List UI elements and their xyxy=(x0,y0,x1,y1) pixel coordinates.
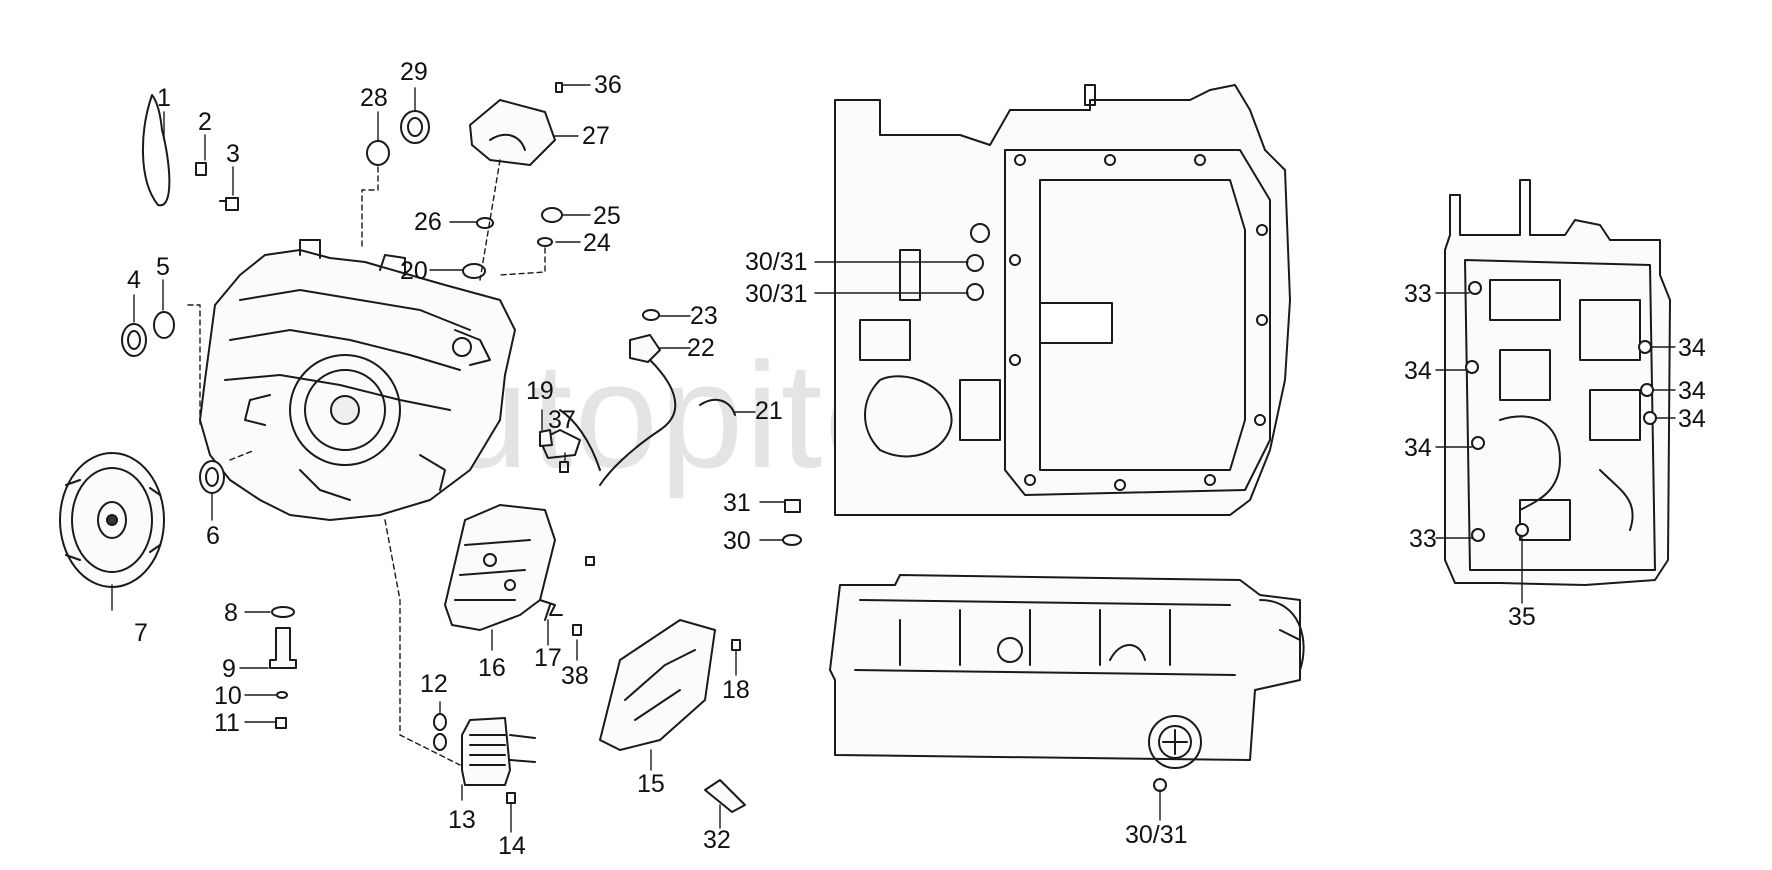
transmission-case xyxy=(199,239,516,521)
torque-converter xyxy=(59,452,165,588)
callout-22: 22 xyxy=(687,334,715,362)
case-top-view xyxy=(834,84,1291,516)
o-ring-5 xyxy=(153,311,175,339)
washer-24 xyxy=(537,237,553,247)
callout-23: 23 xyxy=(690,302,718,330)
plug-11 xyxy=(275,717,287,729)
callout-34-e: 34 xyxy=(1678,405,1706,433)
o-ring-28 xyxy=(366,140,390,166)
oil-pan-15 xyxy=(599,619,716,751)
valve-body-16 xyxy=(444,504,556,631)
case-side-view xyxy=(829,574,1305,792)
callout-10: 10 xyxy=(214,682,242,710)
hose-clip xyxy=(195,162,207,176)
callout-4: 4 xyxy=(127,266,141,294)
speed-sensor-22 xyxy=(629,334,661,363)
callout-30-31-c: 30/31 xyxy=(1125,821,1188,849)
callout-1: 1 xyxy=(157,84,171,112)
bolt-36 xyxy=(555,82,563,93)
callout-38: 38 xyxy=(561,662,589,690)
callout-15: 15 xyxy=(637,770,665,798)
callout-8: 8 xyxy=(224,599,238,627)
oil-seal-29 xyxy=(400,110,430,144)
callout-35: 35 xyxy=(1508,603,1536,631)
callout-20: 20 xyxy=(400,257,428,285)
callout-26: 26 xyxy=(414,208,442,236)
wiring-harness xyxy=(599,359,677,486)
sensor-19 xyxy=(539,429,553,447)
callout-25: 25 xyxy=(593,202,621,230)
o-ring-23 xyxy=(642,309,660,321)
callout-32: 32 xyxy=(703,826,731,854)
callout-33-a: 33 xyxy=(1404,280,1432,308)
callout-31: 31 xyxy=(723,489,751,517)
valve-body-plate xyxy=(1444,179,1671,586)
callout-27: 27 xyxy=(582,122,610,150)
callout-34-d: 34 xyxy=(1678,377,1706,405)
oil-cooler-13 xyxy=(461,717,511,786)
callout-34-b: 34 xyxy=(1404,434,1432,462)
callout-18: 18 xyxy=(722,676,750,704)
callout-34-c: 34 xyxy=(1678,334,1706,362)
callout-13: 13 xyxy=(448,806,476,834)
callout-28: 28 xyxy=(360,84,388,112)
gasket-30 xyxy=(782,534,802,546)
callout-30-31-b: 30/31 xyxy=(745,280,808,308)
connector-17 xyxy=(539,599,563,621)
control-module-27 xyxy=(469,99,556,166)
pin-32 xyxy=(704,779,746,813)
oil-seal-4 xyxy=(121,323,147,357)
clip-21 xyxy=(699,398,736,416)
callout-9: 9 xyxy=(222,655,236,683)
callout-6: 6 xyxy=(206,522,220,550)
bolt-37 xyxy=(559,461,569,473)
callout-17: 17 xyxy=(534,644,562,672)
callout-11: 11 xyxy=(214,709,240,737)
callout-14: 14 xyxy=(498,832,526,860)
o-ring-8 xyxy=(271,606,295,618)
bolt-38 xyxy=(572,624,582,636)
vent-hose xyxy=(141,94,171,207)
callout-33-b: 33 xyxy=(1409,525,1437,553)
drain-plug-31 xyxy=(784,499,801,513)
bolt-18 xyxy=(731,639,741,651)
callout-12: 12 xyxy=(420,670,448,698)
o-ring-20 xyxy=(462,263,486,279)
callout-30-31-a: 30/31 xyxy=(745,248,808,276)
callout-16: 16 xyxy=(478,654,506,682)
plug-25 xyxy=(541,207,563,223)
callout-24: 24 xyxy=(583,229,611,257)
washer-26 xyxy=(476,217,494,229)
callout-36: 36 xyxy=(594,71,622,99)
dipstick-tube-9 xyxy=(269,627,297,669)
callout-37: 37 xyxy=(548,406,576,434)
callout-5: 5 xyxy=(156,253,170,281)
callout-34-a: 34 xyxy=(1404,357,1432,385)
oil-seal-6 xyxy=(199,460,225,494)
callout-29: 29 xyxy=(400,58,428,86)
callout-19: 19 xyxy=(526,377,554,405)
bolt-14 xyxy=(506,792,516,804)
callout-7: 7 xyxy=(134,619,148,647)
callout-30: 30 xyxy=(723,527,751,555)
vent-nipple xyxy=(219,197,239,211)
callout-2: 2 xyxy=(198,108,212,136)
bolt-38-small xyxy=(585,556,595,566)
seal-12 xyxy=(433,713,447,731)
callout-3: 3 xyxy=(226,140,240,168)
callout-21: 21 xyxy=(755,397,783,425)
washer-10 xyxy=(276,691,288,699)
